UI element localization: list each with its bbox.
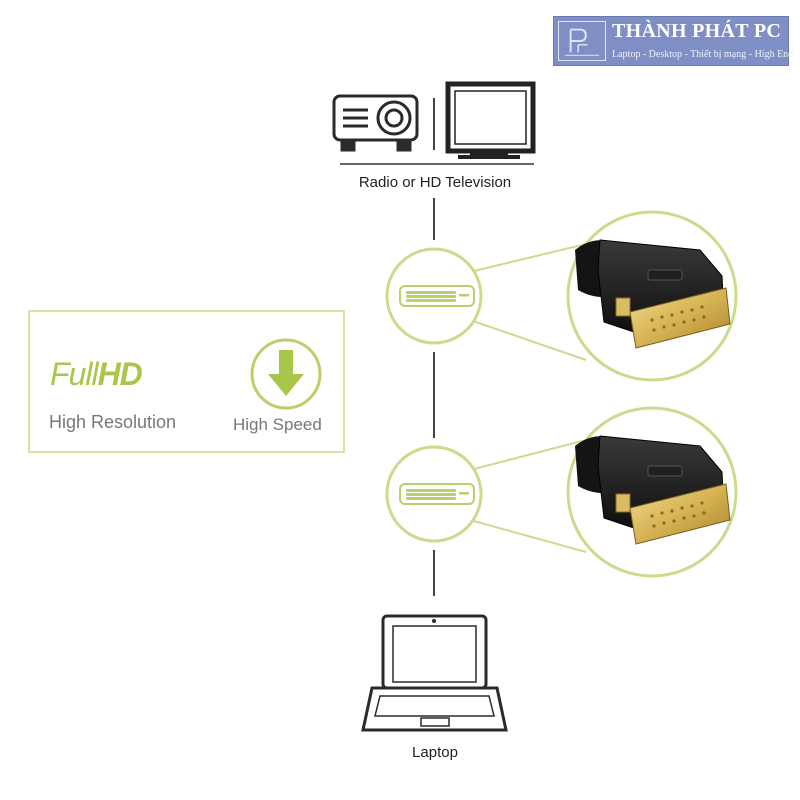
- dvi-connector-icon: [566, 406, 738, 578]
- brand-logo-icon: [558, 21, 606, 61]
- brand-name: THÀNH PHÁT PC: [612, 20, 782, 42]
- device-label-bottom: Laptop: [412, 744, 458, 761]
- brand-tagline: Laptop - Desktop - Thiết bị mạng - High …: [612, 49, 794, 60]
- feature-box: FullHD High Resolution High Speed: [28, 310, 345, 453]
- dvi-connector-stage-top: [385, 210, 738, 382]
- tv-icon: [445, 81, 536, 159]
- hd-text: HD: [97, 356, 143, 392]
- speed-label: High Speed: [233, 415, 322, 434]
- brand-badge: THÀNH PHÁT PC Laptop - Desktop - Thiết b…: [553, 16, 793, 66]
- laptop-icon: [361, 614, 508, 732]
- device-label-top: Radio or HD Television: [358, 174, 512, 191]
- download-arrow-icon: [250, 338, 322, 410]
- dvi-port-icon: [385, 445, 483, 543]
- dvi-connector-icon: [566, 210, 738, 382]
- resolution-label: High Resolution: [49, 412, 177, 432]
- dvi-connector-stage-bottom: [385, 406, 738, 578]
- full-hd-logo: FullHD: [50, 356, 143, 393]
- full-text: Full: [50, 356, 99, 392]
- dvi-port-icon: [385, 247, 483, 345]
- projector-icon: [332, 94, 419, 152]
